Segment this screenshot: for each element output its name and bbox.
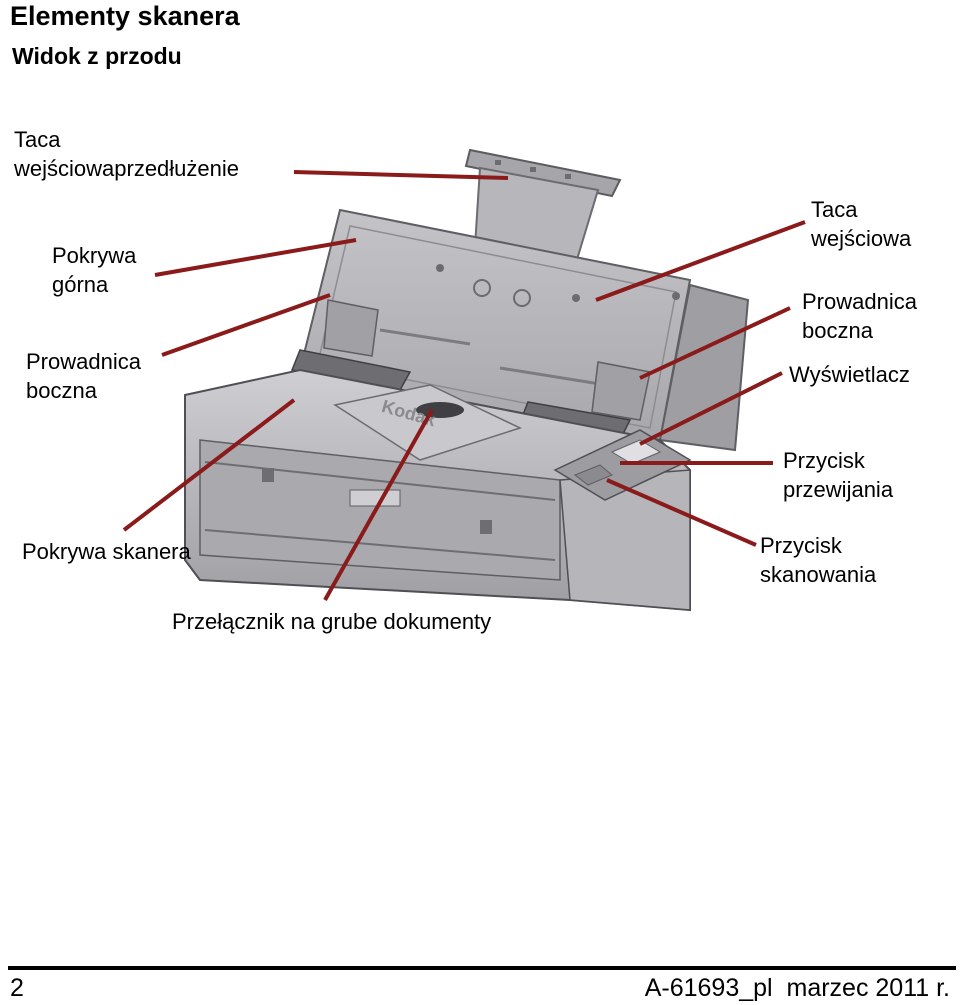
leader-scan-button — [606, 478, 757, 547]
label-scroll-button: Przycisk przewijania — [783, 448, 894, 502]
label-input-tray-extension: Taca wejściowaprzedłużenie — [14, 127, 240, 181]
leader-top-cover — [154, 238, 357, 277]
page-title: Elementy skanera — [10, 1, 240, 31]
label-thick-document-switch: Przełącznik na grube dokumenty — [172, 609, 492, 634]
label-side-guide-right: Prowadnica boczna — [802, 289, 917, 343]
label-scan-button: Przycisk skanowania — [760, 533, 877, 587]
leader-thick-document-switch — [323, 409, 434, 601]
document-id: A-61693_pl marzec 2011 r. — [644, 974, 950, 1002]
label-scanner-cover: Pokrywa skanera — [22, 539, 191, 564]
leader-display — [639, 371, 783, 446]
leader-scanner-cover — [122, 398, 296, 532]
label-input-tray: Taca wejściowa — [811, 197, 912, 251]
label-side-guide-left: Prowadnica boczna — [26, 349, 141, 403]
leader-input-tray-extension — [293, 170, 509, 180]
leader-side-guide-left — [161, 293, 331, 357]
leader-input-tray — [595, 220, 806, 302]
label-display: Wyświetlacz — [789, 362, 910, 387]
label-top-cover: Pokrywa górna — [52, 243, 137, 297]
leader-lines — [122, 170, 806, 601]
leader-side-guide-right — [639, 306, 791, 380]
page-number: 2 — [10, 974, 24, 1002]
page-subtitle: Widok z przodu — [12, 43, 182, 69]
scanner-body-shape — [184, 368, 691, 612]
footer-rule — [8, 966, 956, 970]
scanner-illustration: Kodak — [122, 148, 806, 612]
